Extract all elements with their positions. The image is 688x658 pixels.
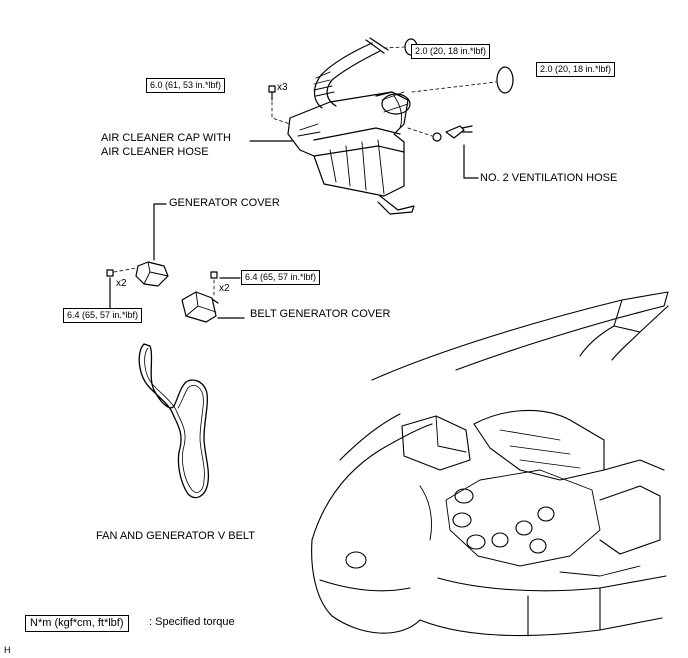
label-belt-generator-cover: BELT GENERATOR COVER [250,308,391,320]
legend-unit-box: N*m (kgf*cm, ft*lbf) [25,615,129,632]
qty-air-cleaner-bolts: x3 [277,82,288,93]
qty-gen-cover-bolts: x2 [116,278,127,289]
belt-generator-cover-drawing [181,271,245,323]
legend-description: : Specified torque [149,616,235,628]
footer-code: H [4,645,11,655]
torque-gen-cover-bolt: 6.4 (65, 57 in.*lbf) [63,308,143,323]
qty-belt-cover-bolts: x2 [219,283,230,294]
label-air-cleaner-line1: AIR CLEANER CAP WITH [101,132,231,144]
label-air-cleaner-line2: AIR CLEANER HOSE [101,146,209,158]
label-generator-cover: GENERATOR COVER [169,197,280,209]
vehicle-front-drawing [311,291,669,637]
air-cleaner-cap-drawing [249,37,514,215]
generator-cover-drawing [106,203,169,309]
label-v-belt: FAN AND GENERATOR V BELT [96,530,255,542]
v-belt-drawing [138,343,210,499]
torque-clamp-1: 2.0 (20, 18 in.*lbf) [411,44,491,59]
torque-clamp-2: 2.0 (20, 18 in.*lbf) [536,62,616,77]
torque-belt-cover-bolt: 6.4 (65, 57 in.*lbf) [241,270,321,285]
label-ventilation-hose: NO. 2 VENTILATION HOSE [480,172,618,184]
torque-air-cleaner-bolt: 6.0 (61, 53 in.*lbf) [146,78,226,93]
